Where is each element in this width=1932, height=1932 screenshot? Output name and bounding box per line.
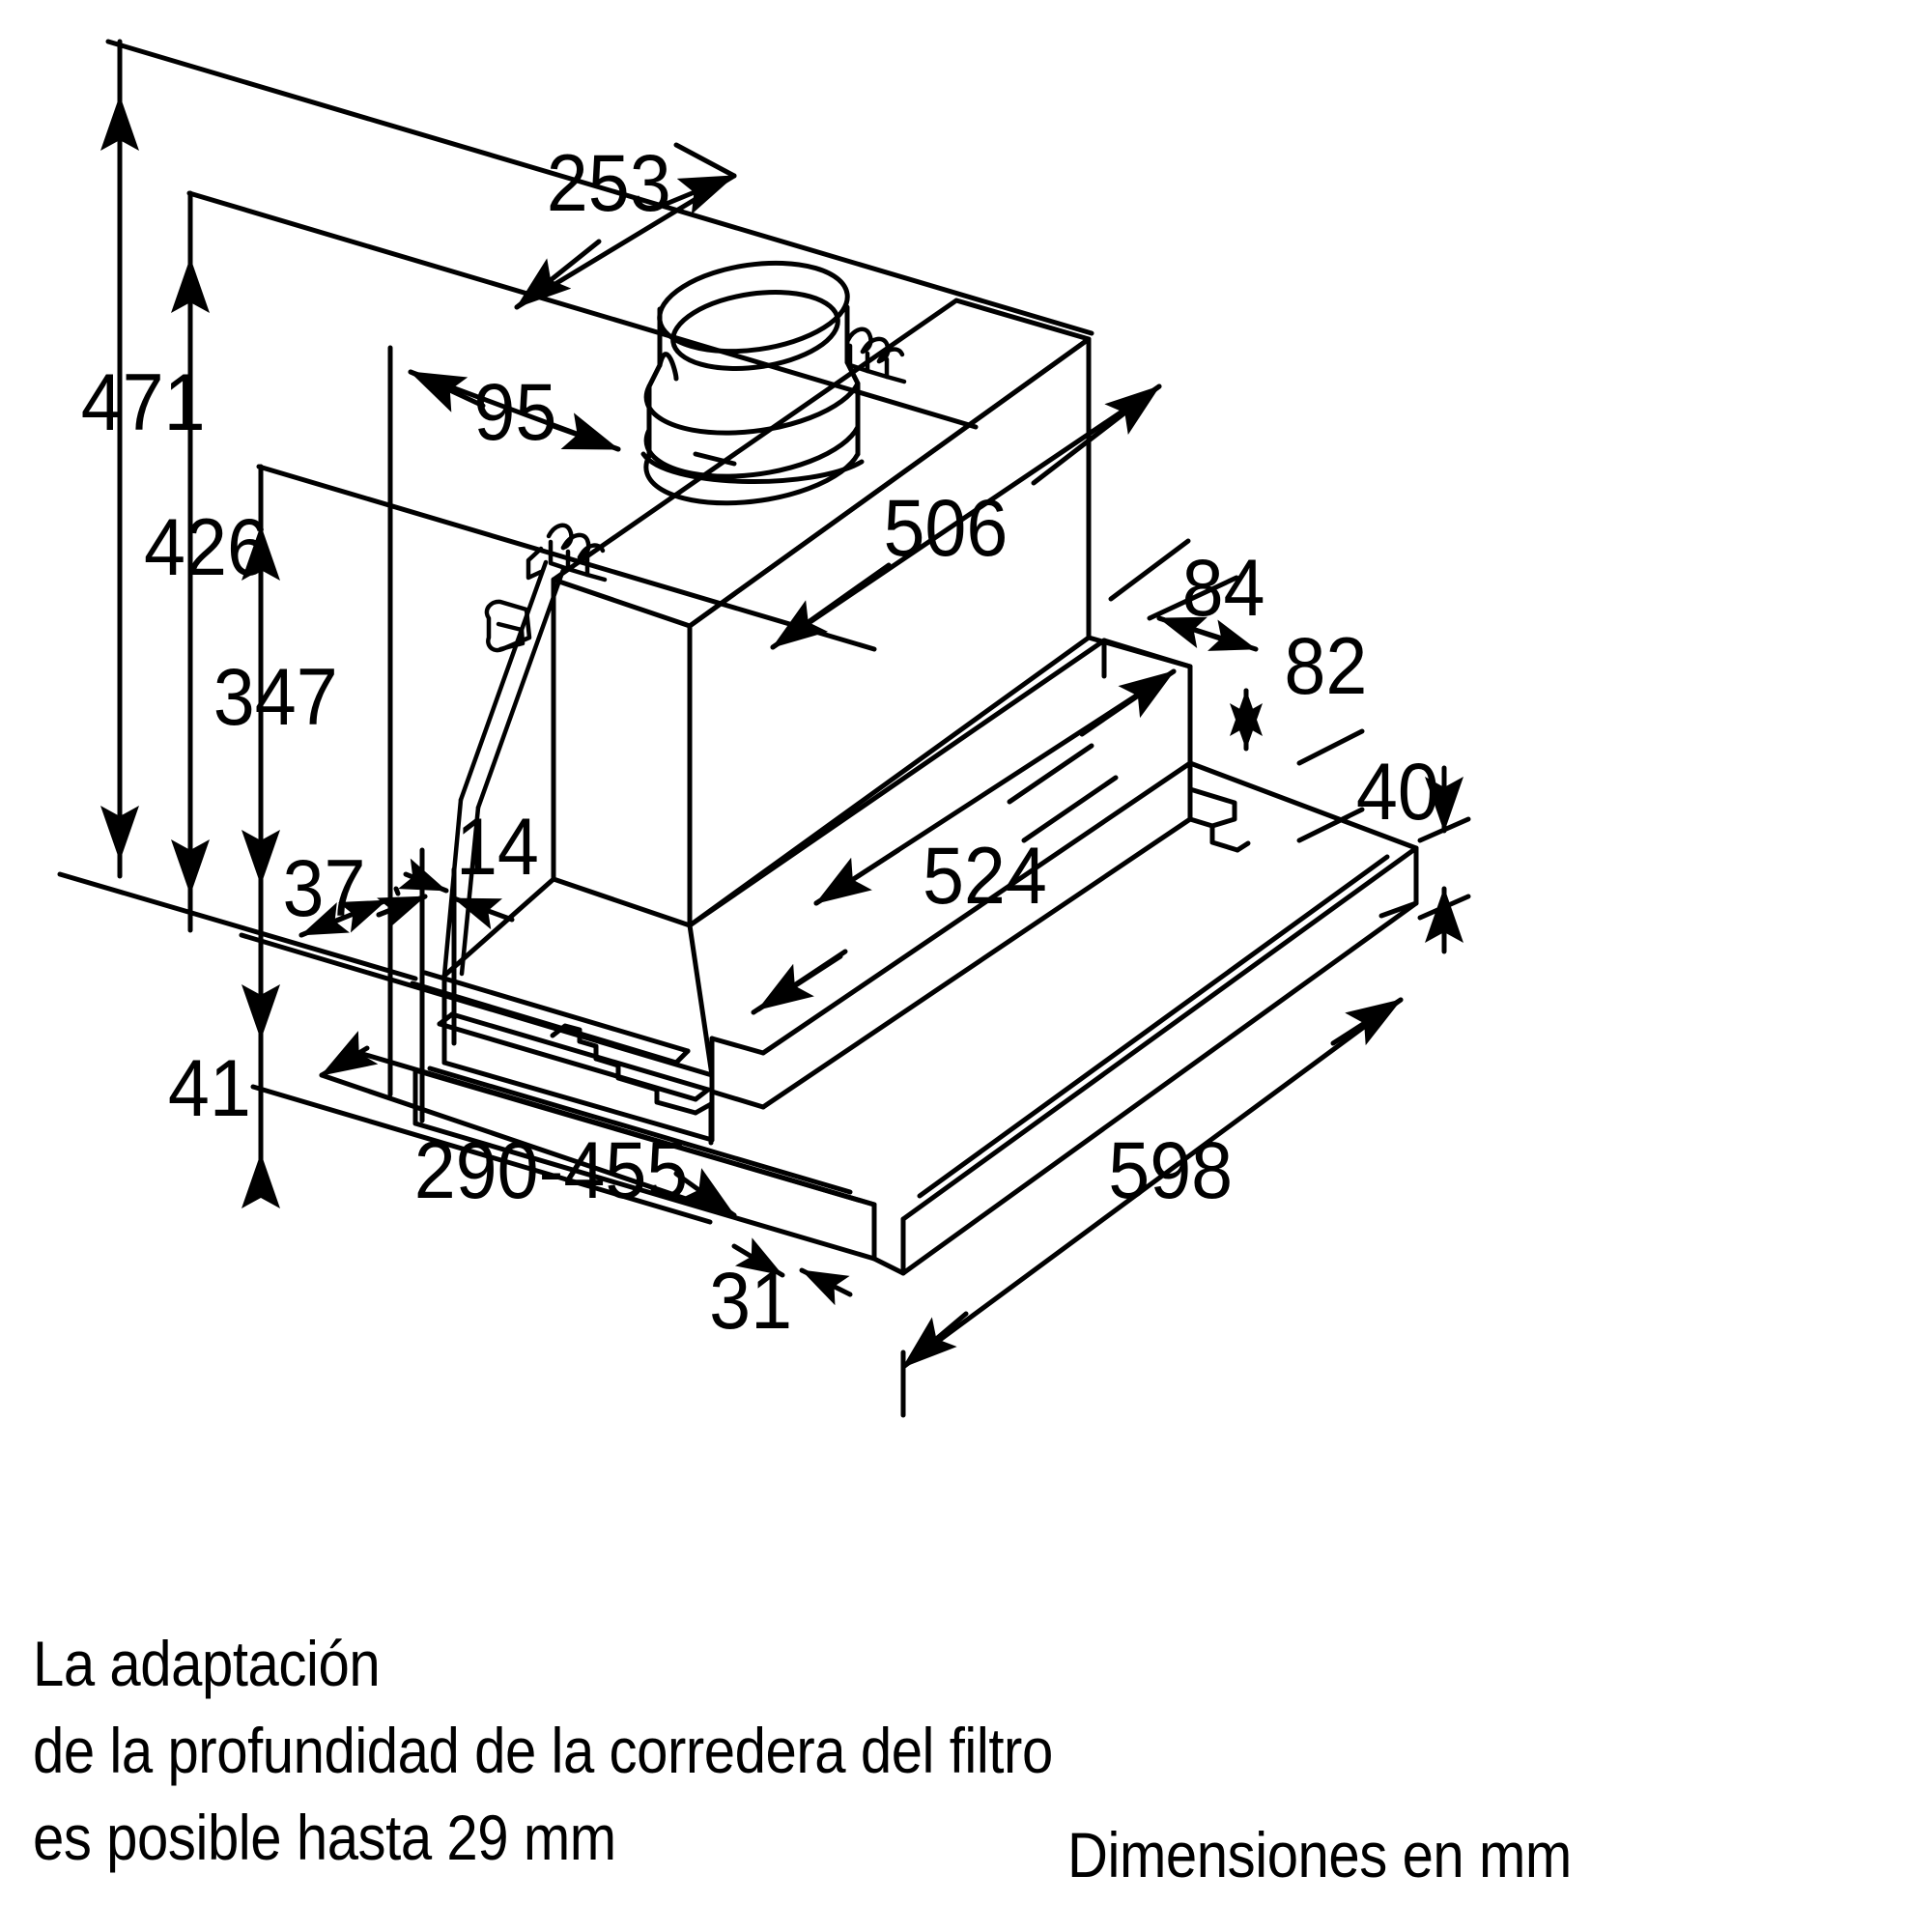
dimension-arrow-253: [514, 173, 737, 310]
dim-label-598: 598: [1108, 1125, 1233, 1216]
reference-lines: [117, 39, 457, 1193]
hood-body: [441, 298, 1193, 1143]
dim-label-290-455: 290-455: [414, 1125, 689, 1216]
dim-label-506: 506: [883, 483, 1008, 574]
shoulder-block: [1086, 635, 1193, 679]
dimension-arrow-506: [770, 384, 1162, 650]
dim-label-84: 84: [1182, 543, 1265, 634]
leader-stubs: [673, 142, 1365, 843]
slide-bracket-right: [1187, 786, 1251, 853]
slide-handle-strip: [410, 970, 714, 1146]
dimension-arrow-84: [1156, 615, 1259, 652]
spring-clips-right: [845, 327, 907, 384]
dimension-arrow-37: [298, 886, 428, 938]
dimension-arrow-598: [900, 997, 1404, 1418]
units-note: Dimensiones en mm: [1067, 1819, 1572, 1890]
dimension-arrow-95: [408, 369, 621, 452]
dim-label-82: 82: [1284, 621, 1367, 712]
note-line-3: es posible hasta 29 mm: [33, 1802, 616, 1873]
note-line-1: La adaptación: [33, 1628, 381, 1699]
dim-label-40: 40: [1356, 747, 1439, 838]
dimension-arrow-524-lower: [755, 775, 1119, 1012]
duct-collar: [640, 260, 865, 506]
dim-label-347: 347: [213, 652, 338, 743]
dim-label-41: 41: [168, 1043, 251, 1134]
dimension-arrow-31: [731, 1237, 853, 1306]
dim-label-95: 95: [473, 367, 556, 458]
dim-label-31: 31: [709, 1256, 792, 1347]
dim-label-253: 253: [547, 138, 671, 229]
dimension-arrow-14: [398, 858, 515, 930]
spring-clips-left: [546, 523, 608, 582]
hanger-bracket-left: [441, 546, 566, 979]
dimension-arrow-290-455: [319, 1031, 737, 1218]
dim-label-14: 14: [456, 802, 539, 893]
dim-label-471: 471: [81, 357, 206, 448]
dim-label-524: 524: [923, 831, 1047, 922]
dim-label-426: 426: [144, 502, 269, 593]
note-line-2: de la profundidad de la corredera del fi…: [33, 1715, 1053, 1786]
dimension-arrow-40: [1417, 765, 1471, 954]
dim-label-37: 37: [283, 843, 366, 934]
filter-slide-frame: [412, 760, 1419, 1276]
